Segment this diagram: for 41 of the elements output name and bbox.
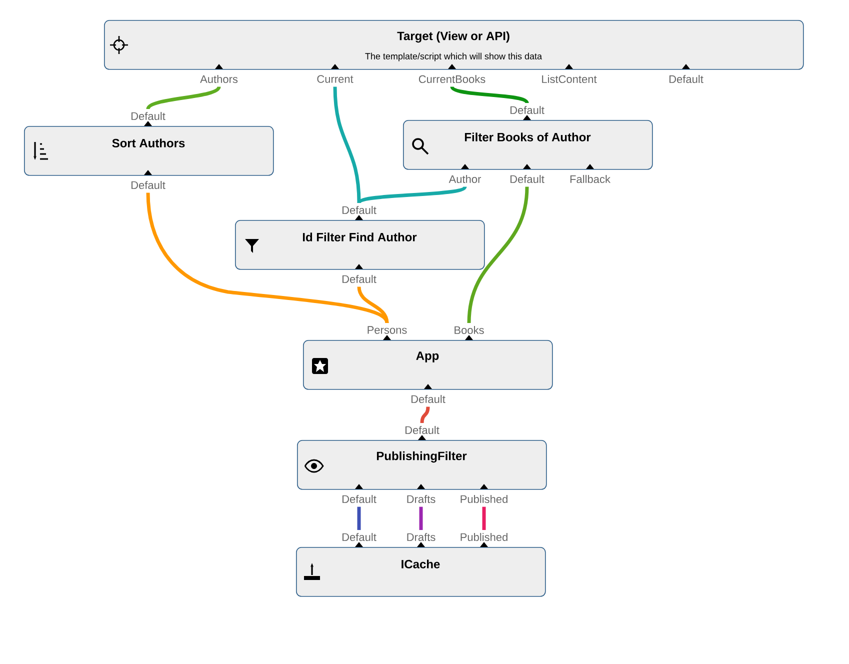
port-label: Default [410,394,446,404]
port-label: Published [458,494,510,504]
connector [467,186,529,324]
port-label: Persons [366,325,408,335]
port-label: Default [340,494,378,504]
connector [358,186,466,204]
connector [420,406,430,424]
port-label: Default [340,274,378,284]
port-label: Fallback [568,174,612,184]
port-label: Books [452,324,486,336]
port-label: Default [130,110,166,122]
connector [450,86,528,104]
box-title: ICache [402,560,440,568]
port-label: Author [448,174,482,184]
box-title: Sort Authors [112,138,185,148]
port-label: Default [340,204,378,216]
connector [482,506,486,530]
box-title: Filter Books of Author [464,132,591,142]
port-label: Default [130,180,166,190]
port-label: ListContent [540,74,598,84]
port-label: CurrentBooks [417,74,487,84]
connector [146,86,221,110]
connector [419,506,423,530]
port-label: Current [316,74,354,84]
port-label: Drafts [405,494,437,504]
box-title: App [416,352,439,362]
port-label: Drafts [405,532,437,542]
port-label: Default [404,424,440,436]
port-label: Authors [199,74,239,84]
port-label: Default [668,74,704,84]
box-title: PublishingFilter [376,451,467,463]
box-title: Target (View or API) [397,31,510,43]
port-label: Default [508,104,546,116]
port-label: Default [508,174,546,184]
box-subtitle: The template/script which will show this data [365,52,542,62]
port-label: Published [458,532,510,542]
connector [333,86,361,204]
connector [357,506,361,530]
connector [357,286,389,324]
box-title: Id Filter Find Author [302,232,417,242]
port-label: Default [340,532,378,542]
